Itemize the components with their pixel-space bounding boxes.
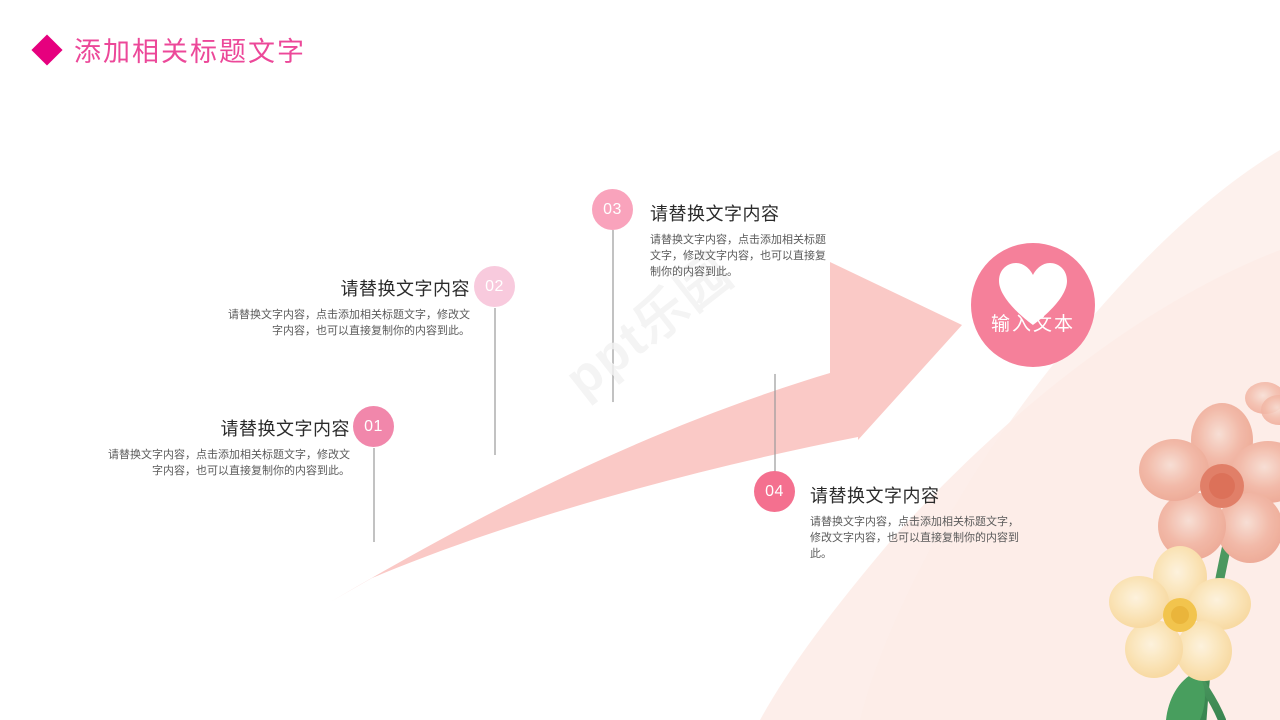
step-badge-label: 03 xyxy=(603,200,622,218)
step-title-04: 请替换文字内容 xyxy=(810,486,940,506)
page-title: 添加相关标题文字 xyxy=(74,37,306,67)
step-badge-label: 01 xyxy=(364,417,383,435)
step-block-01: 请替换文字内容 请替换文字内容，点击添加相关标题文字，修改文字内容，也可以直接复… xyxy=(108,415,350,479)
diamond-icon xyxy=(31,33,63,66)
step-badge-label: 04 xyxy=(765,482,784,500)
step-block-02: 请替换文字内容 请替换文字内容，点击添加相关标题文字，修改文字内容，也可以直接复… xyxy=(228,275,470,339)
callout-circle[interactable]: 输入文本 xyxy=(971,243,1095,367)
arrow-dot-04 xyxy=(763,350,787,374)
step-badge-04[interactable]: 04 xyxy=(754,471,795,512)
step-body-03: 请替换文字内容，点击添加相关标题文字，修改文字内容，也可以直接复制你的内容到此。 xyxy=(650,234,826,278)
step-body-02: 请替换文字内容，点击添加相关标题文字，修改文字内容，也可以直接复制你的内容到此。 xyxy=(228,309,470,337)
slide-header: 添加相关标题文字 xyxy=(31,30,306,69)
arrow-dot-02 xyxy=(486,455,504,473)
flower-illustration xyxy=(1109,382,1280,720)
flower-stem xyxy=(1197,495,1243,720)
step-title-01: 请替换文字内容 xyxy=(220,419,350,439)
step-title-02: 请替换文字内容 xyxy=(340,279,470,299)
step-badge-01[interactable]: 01 xyxy=(353,406,394,447)
flower-leaf xyxy=(1166,672,1205,720)
step-badge-label: 02 xyxy=(485,277,504,295)
corner-wash-shape-2 xyxy=(860,150,1280,720)
step-block-04: 请替换文字内容 请替换文字内容，点击添加相关标题文字，修改文字内容，也可以直接复… xyxy=(810,482,1026,562)
yellow-flower xyxy=(1109,546,1251,681)
heart-icon xyxy=(999,263,1067,325)
step-body-01: 请替换文字内容，点击添加相关标题文字，修改文字内容，也可以直接复制你的内容到此。 xyxy=(108,449,350,477)
step-badge-02[interactable]: 02 xyxy=(474,266,515,307)
flower-stem xyxy=(1180,668,1200,720)
pink-flower xyxy=(1139,403,1280,563)
flower-stem xyxy=(1179,653,1226,720)
step-block-03: 请替换文字内容 请替换文字内容，点击添加相关标题文字，修改文字内容，也可以直接复… xyxy=(650,200,836,280)
step-body-04: 请替换文字内容，点击添加相关标题文字，修改文字内容，也可以直接复制你的内容到此。 xyxy=(810,516,1019,560)
callout-label: 输入文本 xyxy=(990,314,1075,335)
step-title-03: 请替换文字内容 xyxy=(650,204,780,224)
flower-bud xyxy=(1245,382,1280,425)
step-badge-03[interactable]: 03 xyxy=(592,189,633,230)
arrow-dot-01 xyxy=(365,542,383,560)
